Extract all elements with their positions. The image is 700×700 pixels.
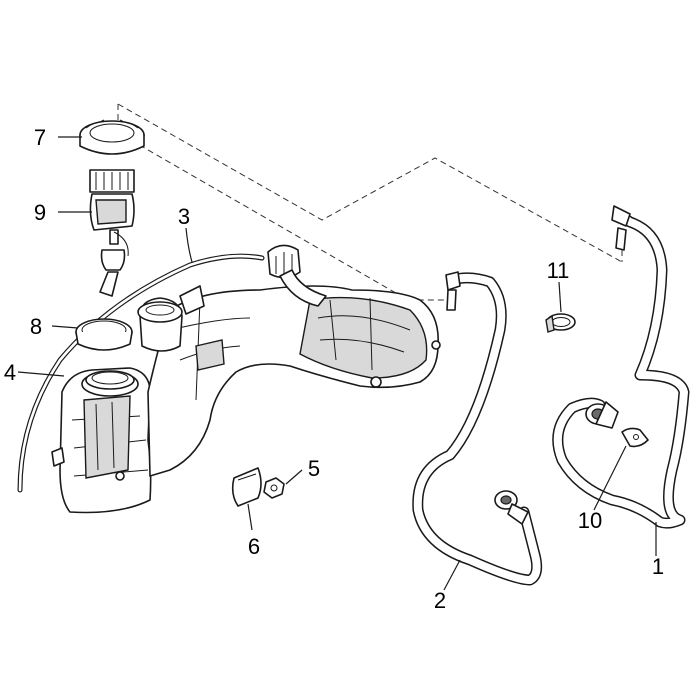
part-1-hose	[552, 205, 690, 529]
callout-7: 8	[30, 314, 42, 339]
callout-2: 2	[434, 588, 446, 613]
part-8-lock-ring	[79, 119, 145, 155]
callout-8: 7	[34, 125, 46, 150]
part-11-hose-clamp	[545, 313, 576, 333]
callout-5: 5	[308, 456, 320, 481]
callout-9: 9	[34, 200, 46, 225]
part-6-bracket	[231, 467, 262, 507]
part-5-nut	[263, 477, 285, 499]
callout-11: 11	[547, 258, 570, 283]
part-10-clip	[621, 427, 649, 448]
callout-3: 3	[178, 204, 190, 229]
part-9-fuel-pump	[89, 169, 135, 297]
part-2-hose	[412, 271, 543, 586]
callout-1: 1	[652, 554, 664, 579]
leader-lines	[17, 136, 657, 591]
part-4-thin-hose	[17, 253, 265, 493]
callout-10: 10	[578, 508, 602, 533]
callout-4: 4	[4, 360, 16, 385]
callout-6: 6	[248, 534, 260, 559]
hose-2-connector	[494, 490, 529, 525]
callout-labels: 7 9 3 8 4 5 6 11 10 2 1	[4, 125, 664, 613]
part-3-fuel-tank	[51, 244, 441, 514]
hose-1-connector	[585, 401, 619, 429]
part-7-seal-ring	[75, 318, 133, 351]
